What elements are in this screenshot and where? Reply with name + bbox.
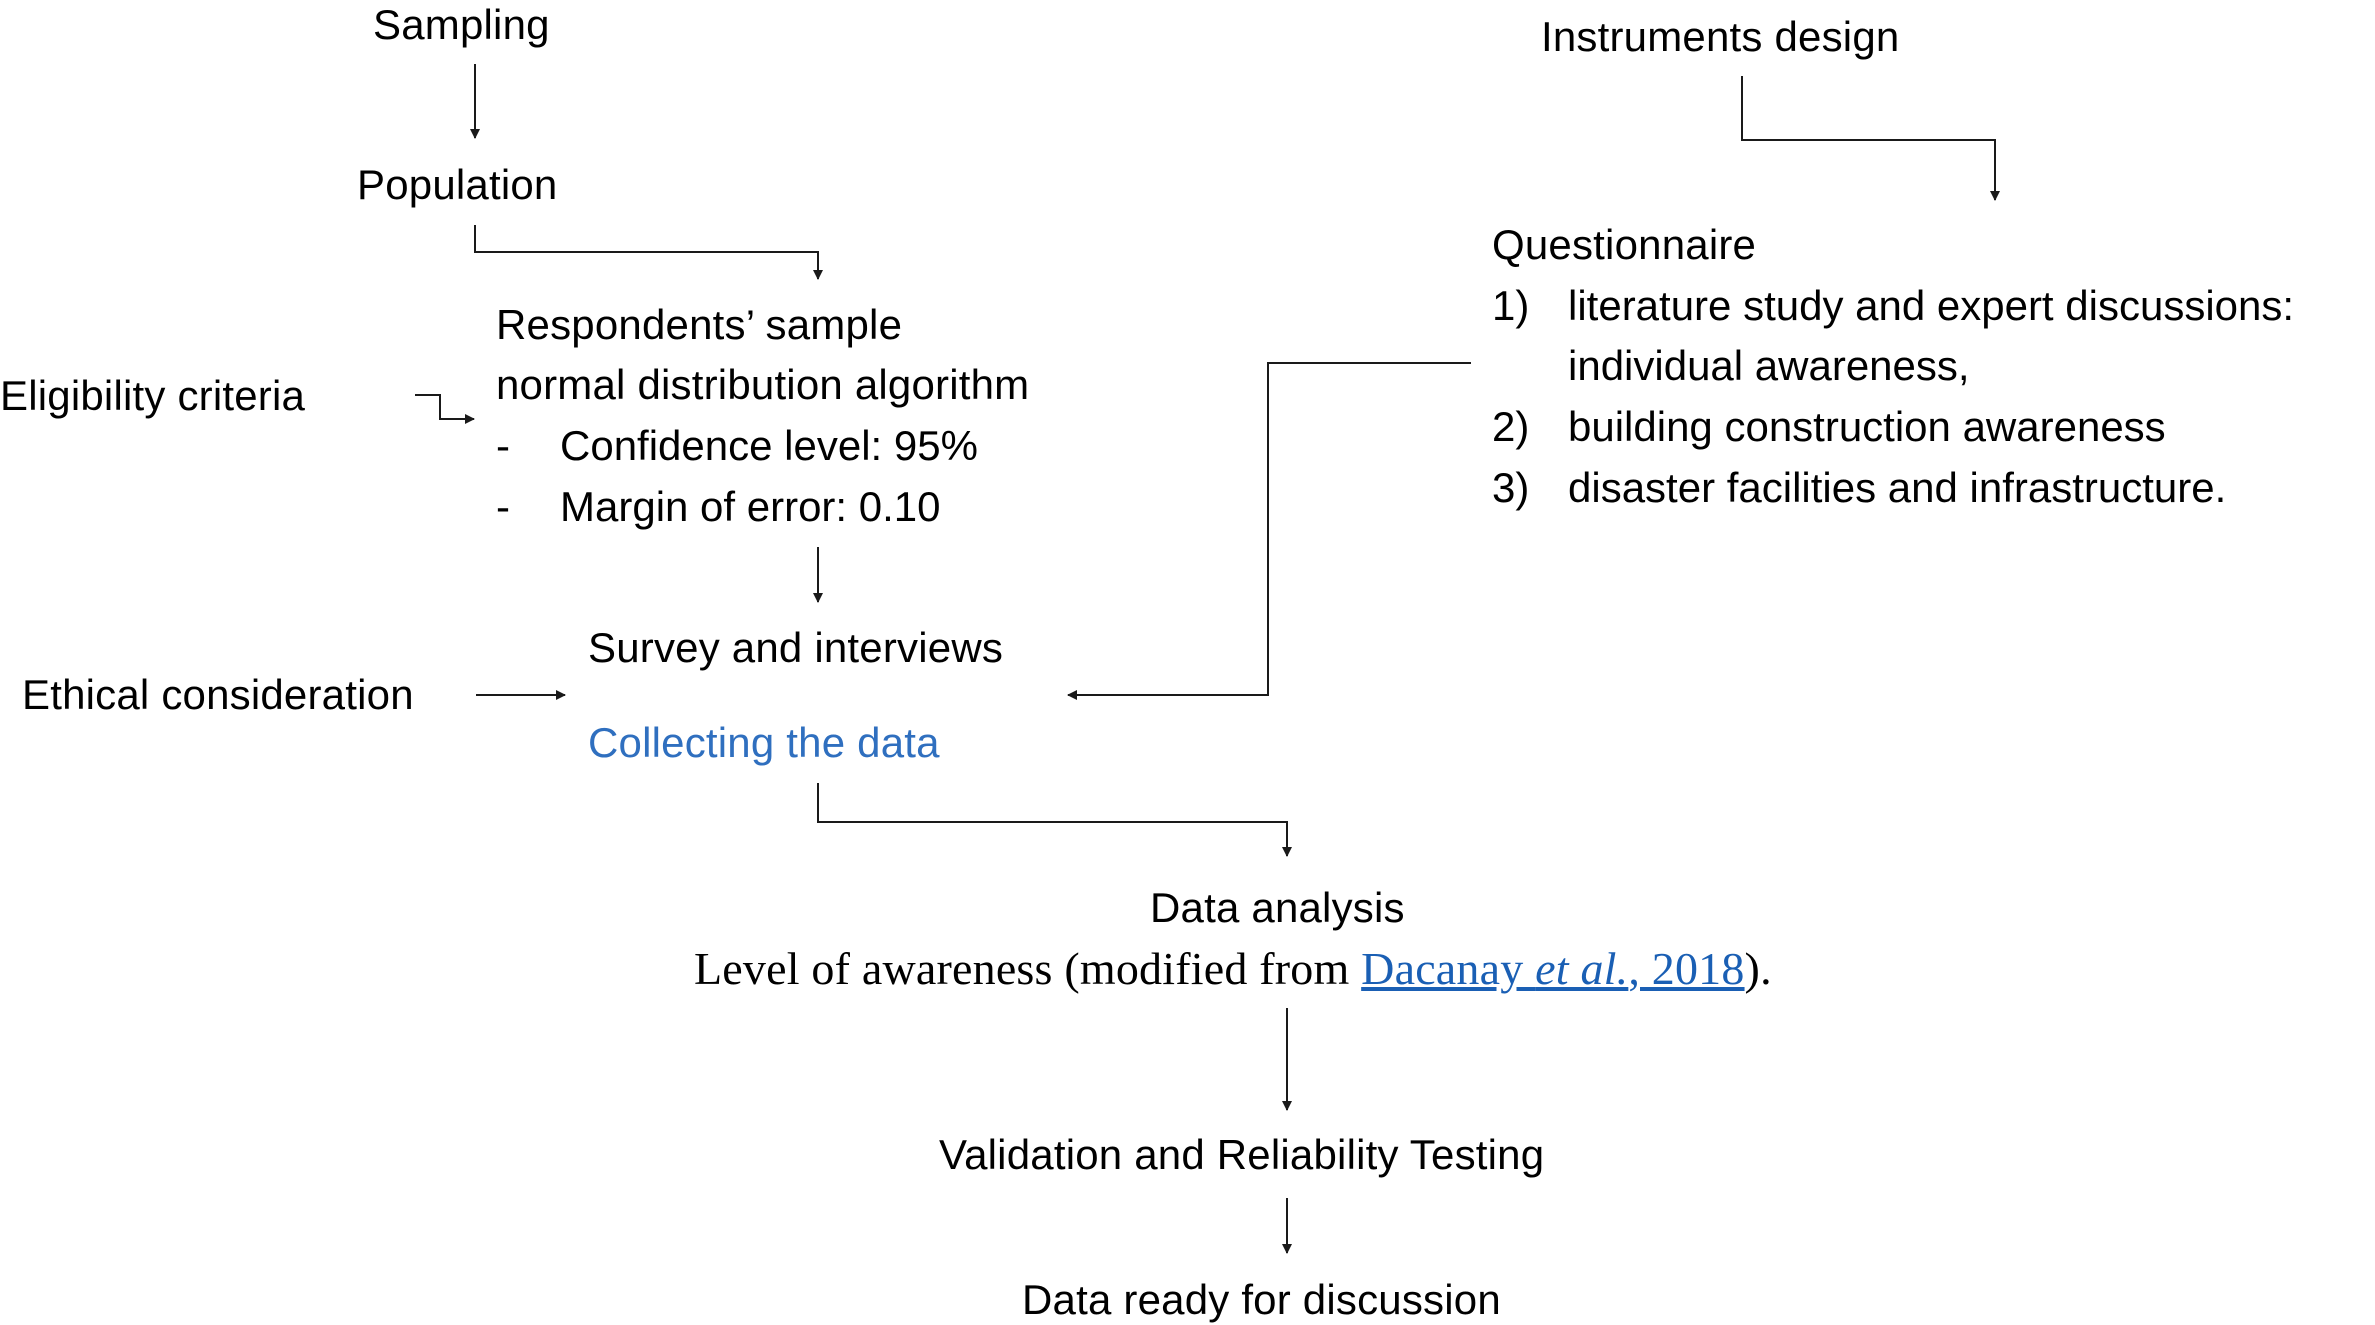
arrow-questionnaire-to-survey bbox=[1067, 362, 1471, 700]
node-respondents-title: Respondents’ sample bbox=[496, 301, 903, 348]
arrow-population-to-respondents bbox=[474, 225, 823, 280]
node-level-awareness: Level of awareness (modified from Dacana… bbox=[694, 946, 1772, 992]
citation-link[interactable]: Dacanay et al., 2018 bbox=[1361, 943, 1744, 994]
item-text: individual awareness, bbox=[1568, 342, 1970, 389]
citation-etal: et al. bbox=[1535, 943, 1629, 994]
item-text: disaster facilities and infrastructure. bbox=[1568, 464, 2227, 511]
citation-suffix: ). bbox=[1744, 943, 1772, 994]
arrow-eligibility-to-respondents bbox=[415, 394, 475, 424]
bullet-text: Margin of error: 0.10 bbox=[560, 483, 941, 530]
node-validation: Validation and Reliability Testing bbox=[939, 1131, 1545, 1178]
node-ready: Data ready for discussion bbox=[1022, 1276, 1501, 1323]
arrow-collecting-to-analysis bbox=[817, 783, 1292, 857]
item-number: 2) bbox=[1492, 403, 1530, 450]
node-data-analysis: Data analysis bbox=[1150, 884, 1405, 931]
bullet-marker: - bbox=[496, 483, 510, 530]
node-instruments: Instruments design bbox=[1541, 13, 1900, 60]
item-number: 1) bbox=[1492, 282, 1530, 329]
node-ethical: Ethical consideration bbox=[22, 671, 414, 718]
citation-year: , 2018 bbox=[1628, 943, 1745, 994]
bullet-text: Confidence level: 95% bbox=[560, 422, 978, 469]
item-text: building construction awareness bbox=[1568, 403, 2166, 450]
node-population: Population bbox=[357, 161, 558, 208]
bullet-marker: - bbox=[496, 422, 510, 469]
node-eligibility: Eligibility criteria bbox=[0, 372, 306, 419]
citation-prefix: Level of awareness (modified from bbox=[694, 943, 1362, 994]
citation-author: Dacanay bbox=[1361, 943, 1536, 994]
node-collecting: Collecting the data bbox=[588, 719, 940, 766]
node-survey: Survey and interviews bbox=[588, 624, 1004, 671]
arrow-instruments-to-questionnaire bbox=[1741, 76, 2000, 201]
item-number: 3) bbox=[1492, 464, 1530, 511]
node-sampling: Sampling bbox=[373, 1, 550, 48]
node-questionnaire: Questionnaire bbox=[1492, 221, 1757, 268]
node-respondents-subtitle: normal distribution algorithm bbox=[496, 361, 1030, 408]
item-text: literature study and expert discussions: bbox=[1568, 282, 2295, 329]
